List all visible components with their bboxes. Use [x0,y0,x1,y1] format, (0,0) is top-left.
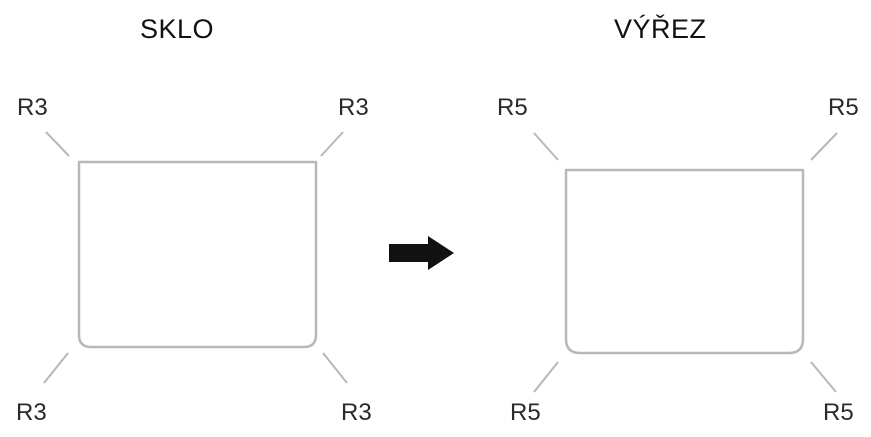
right-bottom-right-radius-label: R5 [823,399,854,426]
left-top-left-radius-label: R3 [17,94,48,121]
left-bottom-left-radius-label: R3 [16,399,47,426]
left-panel-title: SKLO [140,14,215,44]
left-top-right-leader [320,131,344,157]
right-panel-title: VÝŘEZ [614,14,707,44]
right-bottom-left-radius-label: R5 [510,399,541,426]
right-top-right-leader [810,132,838,161]
right-top-right-radius-label: R5 [828,94,859,121]
right-arrow-icon [389,236,454,270]
right-top-left-radius-label: R5 [497,94,528,121]
right-bottom-left-leader [533,361,559,393]
left-bottom-right-radius-label: R3 [341,399,372,426]
left-top-left-leader [45,131,70,157]
right-cutout-outline [564,168,805,355]
left-bottom-right-leader [322,352,348,384]
left-glass-outline [77,160,318,349]
left-top-right-radius-label: R3 [338,94,369,121]
right-bottom-right-leader [810,361,837,393]
right-top-left-leader [533,132,559,161]
left-bottom-left-leader [43,352,69,384]
